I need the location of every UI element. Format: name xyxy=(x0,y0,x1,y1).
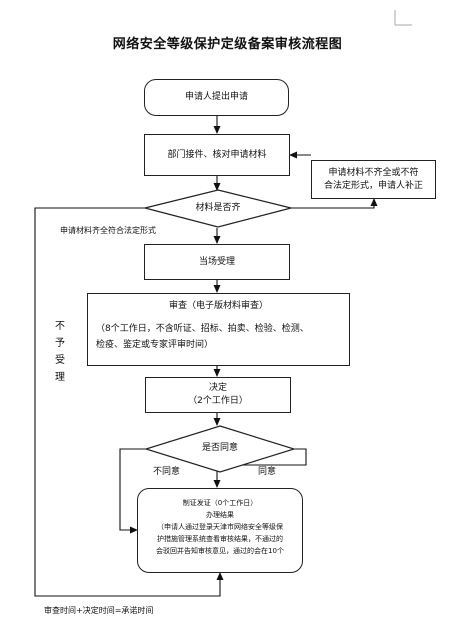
arrow-agree-certificate xyxy=(213,448,307,488)
decide-node: 决定 （2个工作日） xyxy=(145,377,291,413)
agree-diamond-label: 是否同意 xyxy=(201,443,238,453)
supplement-label-1: 申请材料不齐全或不符 xyxy=(328,167,419,178)
arrow-check-supplement xyxy=(290,198,378,209)
certificate-label-1: 制证发证（0个工作日） xyxy=(182,499,258,507)
receive-label: 部门接件、核对申请材料 xyxy=(167,149,267,160)
reject-edge-text: 不予受理 xyxy=(55,321,65,383)
certificate-label-5: 会驳回并告知审核意见，通过的会在10个 xyxy=(156,547,284,555)
accept-node: 当场受理 xyxy=(144,244,290,280)
corner-mark xyxy=(394,10,412,26)
agree-edge-label: 同意 xyxy=(258,467,277,477)
footer-note: 审查时间+决定时间=承诺时间 xyxy=(44,606,154,615)
apply-node: 申请人提出申请 xyxy=(144,79,289,116)
agree-diamond xyxy=(144,425,296,473)
certificate-label-4: 护措施管理系统查看审核结果，不通过的 xyxy=(157,535,283,543)
decide-label-2: （2个工作日） xyxy=(188,396,248,406)
review-node: 审查（电子版材料审查） （8个工作日，不含听证、招标、拍卖、检验、检测、 检疫、… xyxy=(87,293,350,366)
certificate-node: 制证发证（0个工作日） 办理结果 （申请人通过登录天津市网络安全等级保 护措施管… xyxy=(137,488,303,573)
page-title: 网络安全等级保护定级备案审核流程图 xyxy=(112,37,343,52)
review-title: 审查（电子版材料审查） xyxy=(168,301,268,311)
review-detail-1: （8个工作日，不含听证、招标、拍卖、检验、检测、 xyxy=(96,324,309,334)
receive-node: 部门接件、核对申请材料 xyxy=(144,134,290,176)
apply-label: 申请人提出申请 xyxy=(184,92,248,102)
certificate-label-3: （申请人通过登录天津市网络安全等级保 xyxy=(157,523,283,531)
disagree-edge-label: 不同意 xyxy=(153,467,181,477)
arrow-reject-path xyxy=(34,207,224,597)
check-complete-label: 材料是否齐 xyxy=(195,203,241,213)
check-complete-diamond xyxy=(144,189,292,228)
supplement-label-2: 合法定形式，申请人补正 xyxy=(323,180,423,191)
certificate-label-2: 办理结果 xyxy=(206,511,234,519)
supplement-node: 申请材料不齐全或不符 合法定形式，申请人补正 xyxy=(311,160,436,199)
decide-label-1: 决定 xyxy=(208,383,227,393)
arrow-disagree-certificate xyxy=(119,448,146,534)
accept-label: 当场受理 xyxy=(198,256,235,267)
complete-edge-label: 申请材料齐全符合法定形式 xyxy=(60,226,156,235)
review-detail-2: 检疫、鉴定或专家评审时间） xyxy=(96,340,214,350)
reject-edge-label: 不予受理 xyxy=(53,318,67,386)
